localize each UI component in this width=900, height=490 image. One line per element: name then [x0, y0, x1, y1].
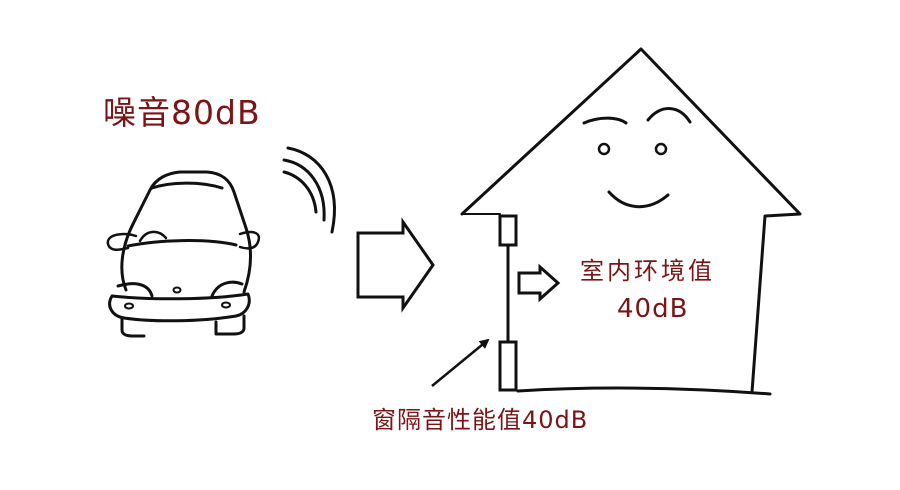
- noise-level-label: 噪音80dB: [103, 93, 261, 132]
- indoor-environment-label: 室内环境值: [580, 257, 715, 285]
- smiling-house-icon: [460, 47, 802, 396]
- right-arrow-icon: [356, 217, 435, 313]
- window-insulation-label: 窗隔音性能值40dB: [372, 406, 589, 434]
- window-frame-icon: [498, 214, 518, 392]
- sound-waves-icon: [282, 146, 336, 234]
- inner-right-arrow-icon: [517, 263, 561, 303]
- indoor-environment-value: 40dB: [617, 294, 689, 324]
- car-icon: [106, 170, 261, 338]
- pointer-arrow-icon: [431, 338, 490, 387]
